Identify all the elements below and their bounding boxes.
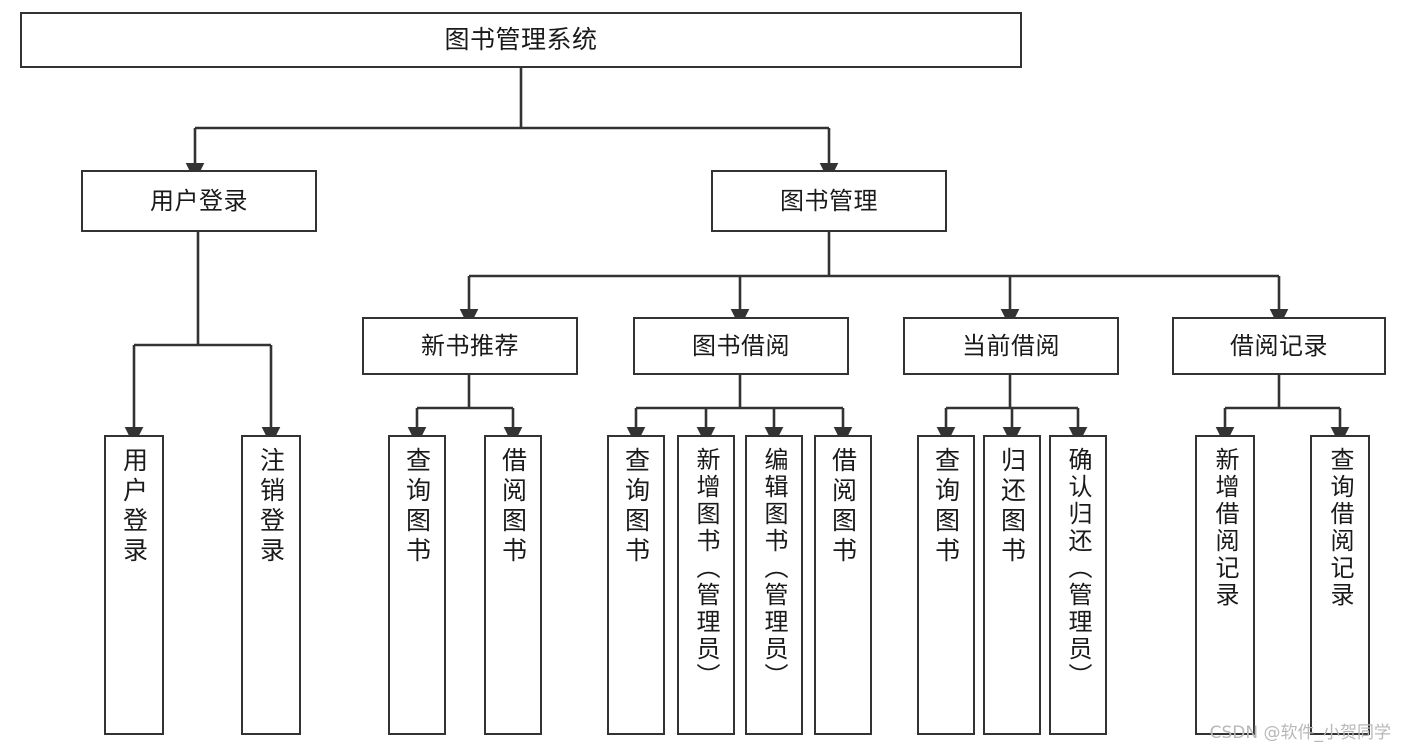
node-leaf-user-login-label: 用户登录: [119, 447, 149, 567]
node-user-login[interactable]: 用户登录: [81, 170, 317, 232]
node-br-query-record-label: 查询借阅记录: [1326, 447, 1354, 609]
node-leaf-logout[interactable]: 注销登录: [241, 435, 301, 735]
node-book-borrow[interactable]: 图书借阅: [633, 317, 849, 375]
node-current-borrow[interactable]: 当前借阅: [903, 317, 1119, 375]
node-leaf-user-login[interactable]: 用户登录: [104, 435, 164, 735]
node-bb-borrow-book-label: 借阅图书: [828, 447, 858, 567]
node-cb-confirm-return[interactable]: 确认归还（管理员）: [1049, 435, 1107, 735]
node-bb-borrow-book[interactable]: 借阅图书: [814, 435, 872, 735]
node-bb-add-book-label: 新增图书（管理员）: [692, 447, 720, 690]
node-br-add-record-label: 新增借阅记录: [1211, 447, 1239, 609]
node-nbr-borrow-book-label: 借阅图书: [498, 447, 528, 567]
node-book-borrow-label: 图书借阅: [692, 331, 790, 360]
node-bb-query-book-label: 查询图书: [621, 447, 651, 567]
node-book-management-label: 图书管理: [780, 186, 878, 215]
node-nbr-query-book-label: 查询图书: [402, 447, 432, 567]
node-br-add-record[interactable]: 新增借阅记录: [1195, 435, 1255, 735]
node-cb-return-book-label: 归还图书: [997, 447, 1027, 567]
node-cb-query-book-label: 查询图书: [931, 447, 961, 567]
node-user-login-label: 用户登录: [150, 186, 248, 215]
node-leaf-logout-label: 注销登录: [256, 447, 286, 567]
node-cb-return-book[interactable]: 归还图书: [983, 435, 1041, 735]
node-borrow-record-label: 借阅记录: [1230, 331, 1328, 360]
node-cb-query-book[interactable]: 查询图书: [917, 435, 975, 735]
node-new-book-recommend[interactable]: 新书推荐: [362, 317, 578, 375]
node-cb-confirm-return-label: 确认归还（管理员）: [1064, 447, 1092, 690]
node-nbr-query-book[interactable]: 查询图书: [388, 435, 446, 735]
node-nbr-borrow-book[interactable]: 借阅图书: [484, 435, 542, 735]
node-book-management[interactable]: 图书管理: [711, 170, 947, 232]
watermark-text: CSDN @软件_小贺同学: [1209, 723, 1391, 743]
node-br-query-record[interactable]: 查询借阅记录: [1310, 435, 1370, 735]
node-bb-edit-book[interactable]: 编辑图书（管理员）: [745, 435, 803, 735]
node-bb-edit-book-label: 编辑图书（管理员）: [760, 447, 788, 690]
node-borrow-record[interactable]: 借阅记录: [1172, 317, 1386, 375]
node-root[interactable]: 图书管理系统: [20, 12, 1022, 68]
node-root-label: 图书管理系统: [444, 25, 598, 55]
node-current-borrow-label: 当前借阅: [962, 331, 1060, 360]
node-new-book-recommend-label: 新书推荐: [421, 331, 519, 360]
node-bb-add-book[interactable]: 新增图书（管理员）: [677, 435, 735, 735]
node-bb-query-book[interactable]: 查询图书: [607, 435, 665, 735]
